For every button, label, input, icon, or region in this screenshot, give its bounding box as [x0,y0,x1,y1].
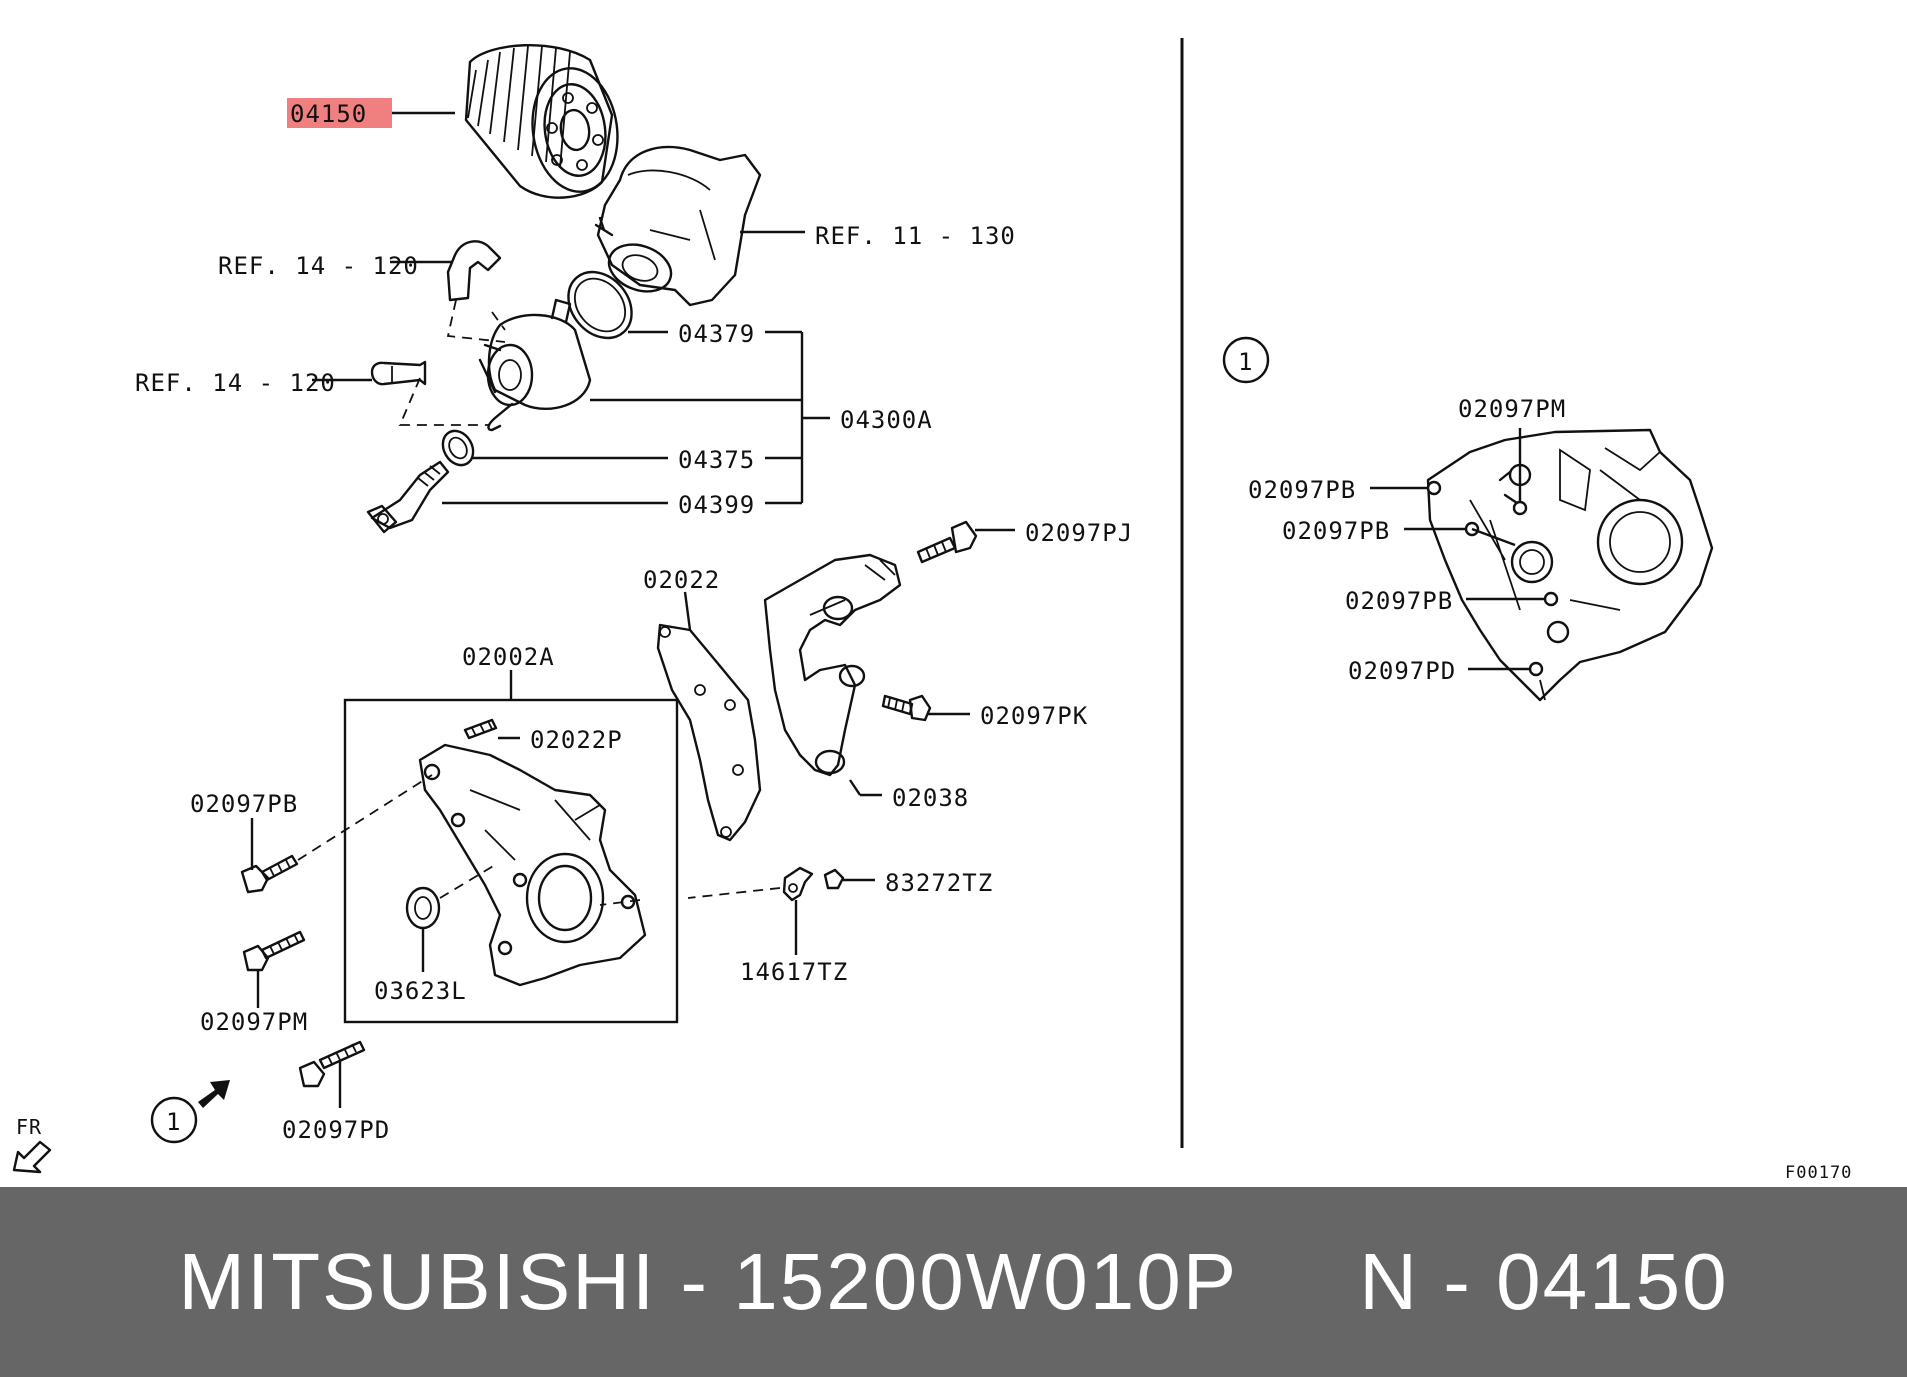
fr-label: FR [16,1115,42,1139]
part-number: 15200W010P [733,1237,1239,1326]
view-ref-right: 1 [1238,348,1253,376]
part-number-banner: MITSUBISHI - 15200W010P N - 04150 [0,1187,1907,1377]
oil-filter-drawing [464,44,619,199]
view-direction-arrow [198,1080,230,1108]
label-02097pb-left: 02097PB [190,790,298,818]
hose-lower-drawing [370,360,427,386]
label-02097pd-right: 02097PD [1348,657,1456,685]
bolt-02097pd-left-drawing [298,1040,366,1088]
parts-diagram: 04150 REF. 11 - 130 REF. 14 - 120 REF. 1… [12,38,1852,1183]
label-ref-11-130: REF. 11 - 130 [815,222,1016,250]
bolt-02097pj-drawing [916,520,978,564]
highlight-box-04150 [287,98,392,128]
label-02022p: 02022P [530,726,623,754]
gasket-02022-drawing [656,623,762,842]
view-ref-circle-left [150,1096,198,1144]
spacer [1238,1236,1359,1328]
label-04300a: 04300A [840,406,933,434]
label-83272tz: 83272TZ [885,869,993,897]
label-14617tz: 14617TZ [740,958,848,986]
hose-upper-drawing [446,240,502,302]
figure-code: F00170 [1785,1163,1852,1183]
clip-14617tz-drawing [782,866,814,902]
oil-cooler-drawing [478,270,633,432]
fr-arrow-icon [12,1140,52,1174]
label-02097pb-r1: 02097PB [1248,476,1356,504]
seal-03623l [405,886,441,930]
label-02097pm-left: 02097PM [200,1008,308,1036]
label-04399: 04399 [678,491,755,519]
brand-name: MITSUBISHI [178,1237,657,1326]
label-04375: 04375 [678,446,755,474]
bolt-02097pk-drawing [881,694,932,722]
o-ring-04375 [441,429,475,467]
label-02097pm-right: 02097PM [1458,395,1566,423]
oil-pump-body-drawing [418,743,647,987]
label-03623l: 03623L [374,977,467,1005]
oil-pump-assy-box [343,698,679,1024]
label-02038: 02038 [892,784,969,812]
separator: - [656,1237,734,1326]
label-ref-14-120-upper: REF. 14 - 120 [218,252,419,280]
view-ref-left: 1 [166,1108,181,1136]
ref-prefix: N - [1359,1237,1497,1326]
pin-02022p-drawing [463,718,498,740]
label-02022: 02022 [643,566,720,594]
label-04379: 04379 [678,320,755,348]
bracket-02038-drawing [763,553,902,777]
ref-number: 04150 [1496,1237,1729,1326]
label-02097pj: 02097PJ [1025,519,1133,547]
bolt-02097pb-left-drawing [240,854,299,894]
label-02097pb-r3: 02097PB [1345,587,1453,615]
label-02002a: 02002A [462,643,555,671]
view-ref-circle-right [1222,336,1270,384]
engine-block-ref-drawing [594,145,762,307]
label-02097pb-r2: 02097PB [1282,517,1390,545]
oil-pump-right-view-drawing [1426,428,1714,702]
label-04150: 04150 [290,100,367,128]
label-ref-14-120-lower: REF. 14 - 120 [135,369,336,397]
bolt-02097pm-left-drawing [242,930,306,972]
nut-83272tz-drawing [823,868,845,890]
label-02097pk: 02097PK [980,702,1088,730]
bolt-04399-drawing [366,460,450,534]
label-02097pd-left: 02097PD [282,1116,390,1144]
